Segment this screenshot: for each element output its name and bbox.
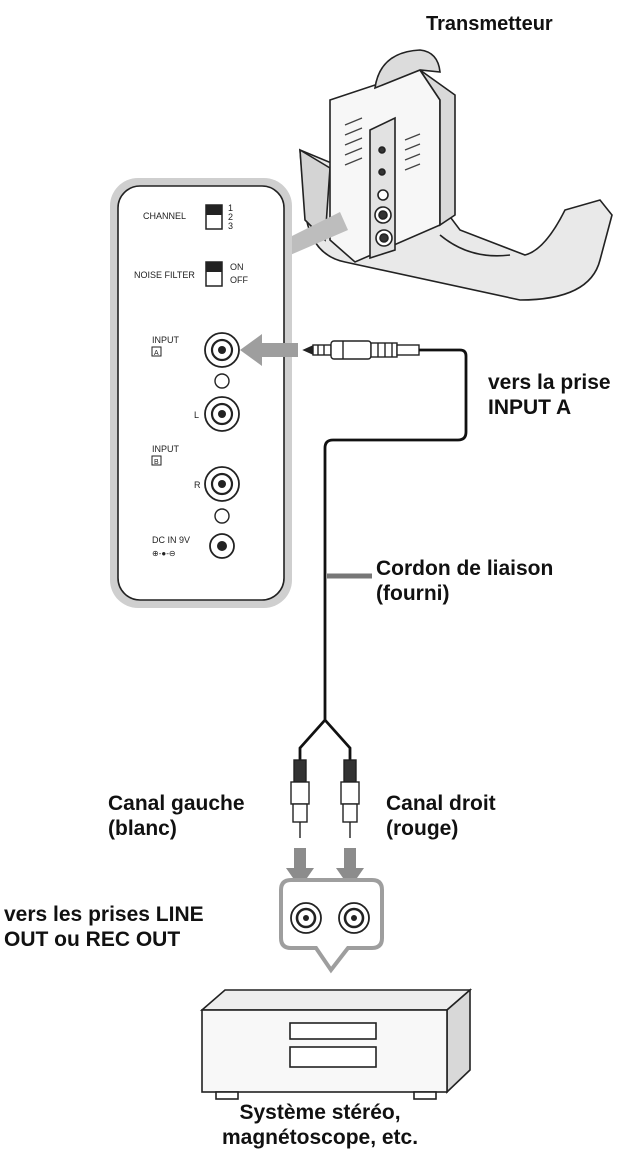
mini-plug-icon	[302, 340, 420, 360]
input-a-jack-label-line1: vers la prise	[488, 371, 611, 394]
rca-plug-icon	[290, 759, 360, 838]
panel-off-label: OFF	[230, 275, 248, 285]
left-channel-label-line2: (blanc)	[108, 817, 177, 840]
panel-dc-in-label: DC IN 9V	[152, 535, 190, 545]
connecting-cord	[298, 348, 468, 760]
cord-label-line2: (fourni)	[376, 582, 450, 605]
output-jacks-label-line1: vers les prises LINE	[4, 903, 204, 926]
left-channel-label-line1: Canal gauche	[108, 792, 245, 815]
right-channel-label: Canal droit (rouge)	[386, 791, 496, 841]
stereo-system-label-line1: Système stéréo,	[239, 1101, 401, 1124]
transmitter-device-icon	[299, 49, 613, 301]
left-channel-label: Canal gauche (blanc)	[108, 791, 245, 841]
panel-channel-label: CHANNEL	[143, 211, 186, 221]
panel-input-a-box: A	[154, 350, 159, 357]
stereo-system-label-line2: magnétoscope, etc.	[222, 1126, 419, 1149]
output-jacks-label: vers les prises LINE OUT ou REC OUT	[4, 902, 204, 952]
input-a-jack-label: vers la prise INPUT A	[488, 370, 611, 420]
stereo-deck-icon	[199, 988, 473, 1100]
panel-input-b-box: B	[154, 459, 159, 466]
output-jacks-callout	[279, 878, 384, 974]
right-channel-label-line1: Canal droit	[386, 792, 496, 815]
cord-label: Cordon de liaison (fourni)	[376, 556, 553, 606]
transmitter-label: Transmetteur	[426, 13, 553, 35]
output-jacks-label-line2: OUT ou REC OUT	[4, 928, 181, 951]
rear-panel	[110, 178, 292, 608]
panel-on-label: ON	[230, 262, 244, 272]
panel-r-label: R	[194, 480, 201, 490]
right-channel-label-line2: (rouge)	[386, 817, 459, 840]
channel-opt-2: 2	[228, 212, 233, 222]
channel-opt-3: 3	[228, 221, 233, 231]
dc-polarity-icon: ⊕-●-⊖	[152, 549, 176, 558]
panel-input-b-label: INPUT	[152, 444, 180, 454]
input-a-jack-label-line2: INPUT A	[488, 396, 572, 419]
insert-arrow-icon	[240, 334, 298, 366]
panel-input-a-label: INPUT	[152, 335, 180, 345]
cord-label-line1: Cordon de liaison	[376, 557, 554, 580]
stereo-system-label: Système stéréo, magnétoscope, etc.	[222, 1100, 418, 1150]
panel-l-label: L	[194, 410, 199, 420]
channel-opt-1: 1	[228, 203, 233, 213]
panel-noise-filter-label: NOISE FILTER	[134, 270, 195, 280]
